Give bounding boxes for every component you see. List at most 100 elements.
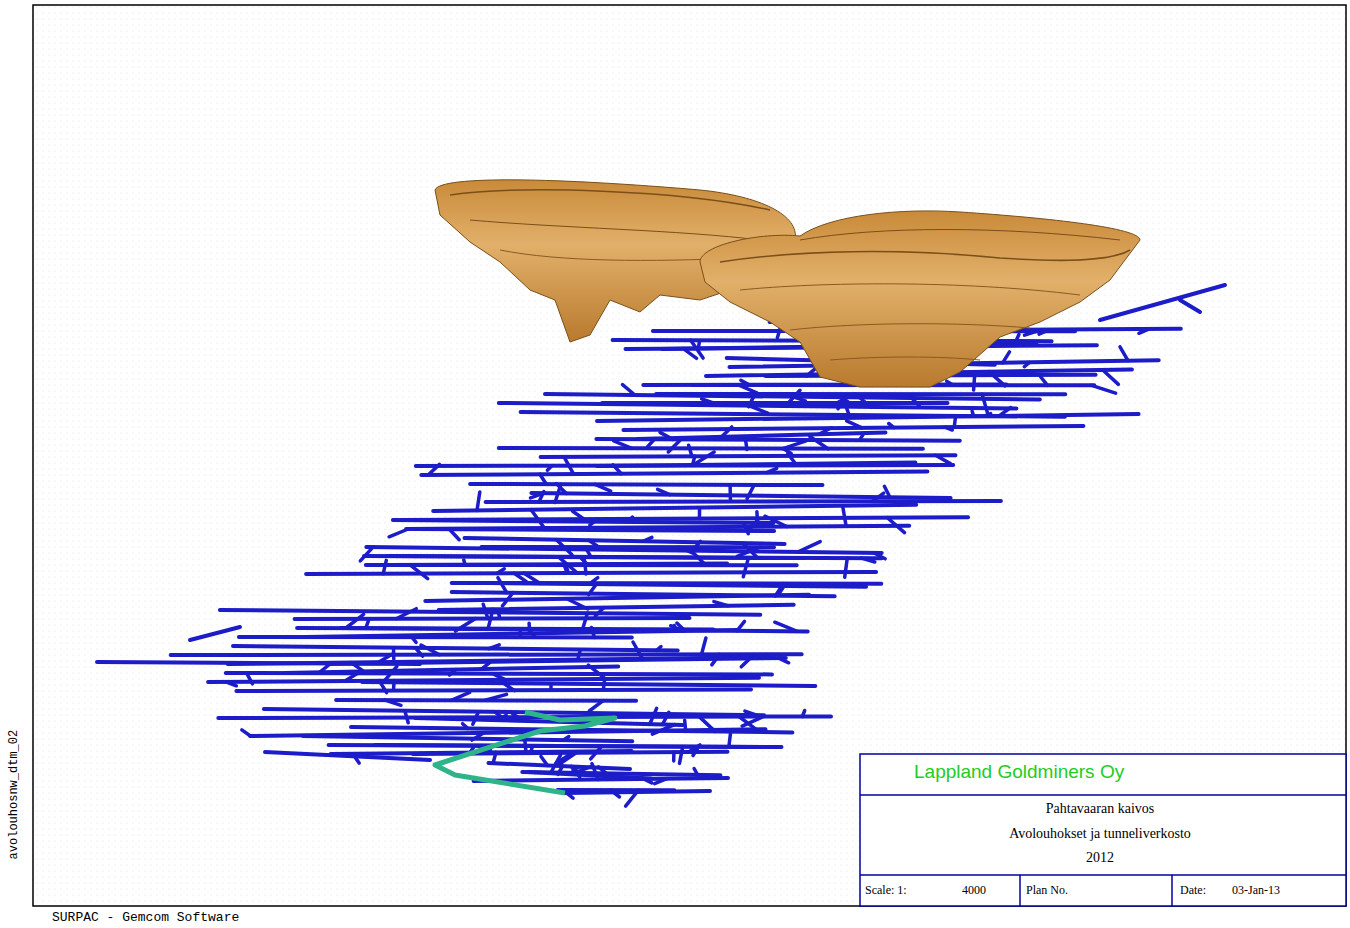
tunnel-drive xyxy=(306,572,876,574)
tunnel-drive xyxy=(637,433,885,440)
tunnel-drive xyxy=(738,716,757,730)
file-name: avolouhosnw_dtm_02 xyxy=(8,730,21,860)
tunnel-drive xyxy=(450,670,456,675)
tunnel-drive xyxy=(226,682,237,686)
tunnel-drive xyxy=(565,791,710,793)
tunnel-drive xyxy=(595,608,604,617)
tunnel-drive xyxy=(767,468,777,472)
tunnel-drive xyxy=(486,501,1001,502)
tunnel-drive xyxy=(748,519,759,531)
tunnel-drive xyxy=(592,764,598,780)
tunnel-drive xyxy=(802,711,804,717)
tunnel-drive xyxy=(385,700,401,705)
drawing-year: 2012 xyxy=(1086,850,1114,865)
tunnel-drive xyxy=(778,584,786,595)
tunnel-drive xyxy=(366,563,797,567)
tunnel-drive xyxy=(861,558,875,562)
tunnel-drive xyxy=(722,427,732,437)
tunnel-drive xyxy=(599,767,610,777)
tunnel-drive xyxy=(527,623,531,633)
tunnel-drive xyxy=(855,394,871,407)
tunnel-drive xyxy=(810,436,828,448)
tunnel-drive xyxy=(728,485,732,500)
tunnel-drive xyxy=(564,565,566,570)
tunnel-drive xyxy=(714,602,728,606)
tunnel-drive xyxy=(482,545,775,549)
tunnel-drive xyxy=(643,537,652,541)
tunnel-drive xyxy=(465,538,785,544)
software-credit: SURPAC - Gemcom Software xyxy=(52,911,239,925)
tunnel-drive xyxy=(464,560,465,565)
open-pit xyxy=(435,180,1140,387)
tunnel-drive xyxy=(1039,331,1046,334)
tunnel-drive xyxy=(602,401,947,405)
tunnel-drive xyxy=(474,778,728,781)
tunnel-drive xyxy=(845,558,848,577)
tunnel-drive xyxy=(482,661,492,669)
tunnel-drive xyxy=(451,692,470,700)
tunnel-drive xyxy=(658,489,670,494)
tunnel-drive xyxy=(415,529,774,531)
tunnel-drive xyxy=(698,509,702,519)
tunnel-drive xyxy=(549,684,553,690)
title-block xyxy=(860,754,1346,906)
tunnel-drive xyxy=(563,737,569,741)
tunnel-drive xyxy=(1003,352,1010,363)
tunnel-drive xyxy=(1015,335,1019,345)
tunnel-drive xyxy=(485,694,506,700)
tunnel-drive xyxy=(657,647,661,651)
tunnel-drive xyxy=(671,626,684,631)
tunnel-drive xyxy=(633,642,643,659)
tunnel-drive xyxy=(775,622,797,631)
decline-ramp xyxy=(435,712,615,793)
tunnel-drive xyxy=(375,745,768,747)
tunnel-drive xyxy=(765,516,787,526)
tunnel-drive xyxy=(778,658,789,663)
tunnel-drive xyxy=(362,682,815,686)
plan-no-label: Plan No. xyxy=(1026,884,1068,897)
tunnel-drive xyxy=(783,441,806,449)
tunnel-drive xyxy=(383,666,397,682)
tunnel-drive xyxy=(477,492,480,511)
tunnel-drive xyxy=(614,441,632,448)
tunnel-drive xyxy=(541,756,548,765)
tunnel-drive xyxy=(541,455,956,457)
tunnel-drive xyxy=(693,452,714,465)
tunnel-drive xyxy=(1103,370,1119,385)
tunnel-drive xyxy=(306,630,737,637)
tunnel-drive xyxy=(463,724,468,729)
tunnel-drive xyxy=(999,408,1011,416)
scale-label: Scale: 1: xyxy=(865,884,907,897)
tunnel-drive xyxy=(402,517,968,520)
tunnel-drive xyxy=(1100,285,1225,320)
tunnel-drive xyxy=(1024,362,1029,366)
tunnel-drive xyxy=(389,529,408,537)
tunnel-drive xyxy=(489,763,631,769)
tunnel-drive xyxy=(692,456,694,465)
tunnel-drive xyxy=(1120,347,1128,361)
tunnel-drive xyxy=(578,651,580,659)
sheet-frame xyxy=(33,5,1346,906)
scale-value: 4000 xyxy=(962,884,986,897)
tunnel-drive xyxy=(680,747,683,764)
tunnel-drive xyxy=(745,711,757,715)
tunnel-drive xyxy=(741,658,751,667)
tunnel-drive xyxy=(421,472,927,475)
tunnel-drive xyxy=(499,446,923,451)
tunnel-network xyxy=(97,285,1225,806)
tunnel-drive xyxy=(581,558,587,565)
tunnel-drive xyxy=(702,399,714,403)
tunnel-drive xyxy=(513,714,519,718)
tunnel-drive xyxy=(847,421,862,428)
tunnel-drive xyxy=(689,745,700,752)
tunnel-drive xyxy=(233,646,678,651)
tunnel-drive xyxy=(972,411,974,416)
tunnel-drive xyxy=(889,424,894,428)
tunnel-drive xyxy=(597,414,1139,421)
tunnel-drive xyxy=(346,614,364,628)
tunnel-drive xyxy=(819,428,832,434)
tunnel-drive xyxy=(843,506,846,525)
tunnel-drive xyxy=(498,578,507,593)
tunnel-drive xyxy=(412,637,416,642)
tunnel-drive xyxy=(483,604,488,618)
